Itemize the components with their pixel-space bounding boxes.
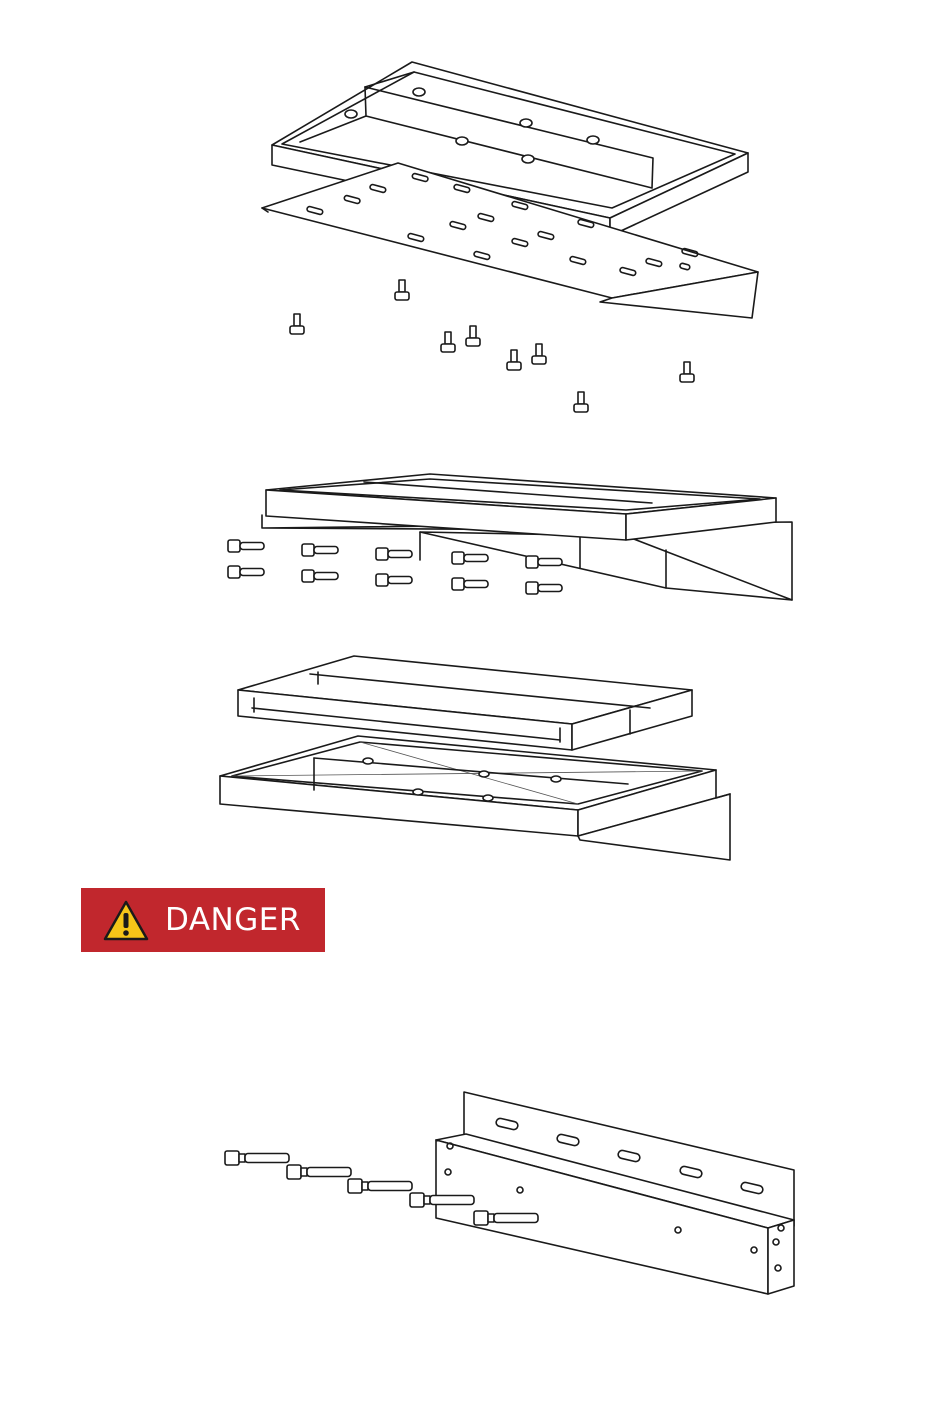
warning-triangle-icon [103, 899, 149, 941]
bolt [228, 540, 264, 552]
bolt [680, 362, 694, 382]
bolt [526, 582, 562, 594]
figure-3-top-panel-over-frame [0, 650, 950, 870]
bolt [452, 552, 488, 564]
bolt [376, 548, 412, 560]
top-panel [238, 656, 692, 750]
figure-1-shelf-frame-and-plate-exploded [0, 40, 950, 440]
bolt [574, 392, 588, 412]
bolt [376, 574, 412, 586]
bolt [290, 314, 304, 334]
bolt [228, 566, 264, 578]
nut [520, 119, 532, 127]
wall-rail [436, 1092, 794, 1294]
bolt [507, 350, 521, 370]
bolt [466, 326, 480, 346]
bolt [395, 280, 409, 300]
anchor-bolt [474, 1211, 538, 1225]
danger-label: DANGER [165, 902, 301, 938]
anchor-bolt [348, 1179, 412, 1193]
bolt [302, 544, 338, 556]
anchor-bolt [410, 1193, 474, 1207]
bolt [441, 332, 455, 352]
nut [522, 155, 534, 163]
nut [345, 110, 357, 118]
anchor-bolt [287, 1165, 351, 1179]
danger-banner: DANGER [81, 888, 325, 952]
bolt [526, 556, 562, 568]
figure-2-frame-mounted-on-bracket [0, 460, 950, 640]
figure-4-wall-rail-with-anchors [0, 1080, 950, 1300]
nut [413, 88, 425, 96]
nut [587, 136, 599, 144]
bolt [532, 344, 546, 364]
bolt [302, 570, 338, 582]
bolt [452, 578, 488, 590]
frame [266, 474, 776, 540]
nut [456, 137, 468, 145]
anchor-bolt [225, 1151, 289, 1165]
